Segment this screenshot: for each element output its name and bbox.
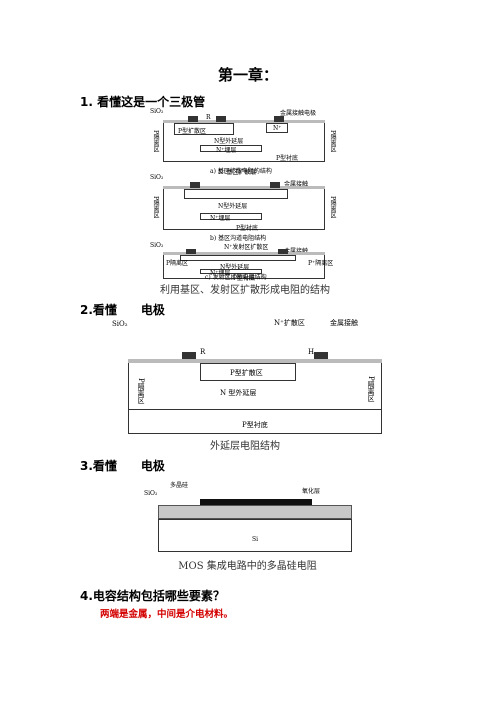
p-isolation-left: P隔离区 <box>152 130 159 153</box>
p-substrate-label: P型衬底 <box>242 421 268 429</box>
r-label: R <box>200 348 206 356</box>
metal-contact <box>278 249 288 254</box>
polysilicon-layer <box>200 499 312 505</box>
p-diffusion-region <box>174 123 234 135</box>
oxide-layer <box>163 186 325 189</box>
metal-contact <box>186 249 196 254</box>
section-4-heading: 4.电容结构包括哪些要素？ <box>80 589 225 603</box>
h-label: H <box>308 348 315 356</box>
p-isolation-right: P⁺隔离区 <box>308 260 334 267</box>
si-label: Si <box>252 536 259 543</box>
section-4-answer: 两端是金属，中间是介电材料。 <box>100 609 234 620</box>
chapter-title: 第一章： <box>217 66 278 84</box>
oxide-layer <box>158 505 352 519</box>
metal-contact <box>274 116 284 122</box>
p-isolation-right: P隔离区 <box>329 130 336 153</box>
n-plus-label: N⁺ <box>273 125 282 132</box>
figure-3: 多晶硅 SiO₂ 氧化层 Si <box>140 478 355 554</box>
silicon-substrate <box>158 519 352 552</box>
n-epi-label: N型外延层 <box>214 138 244 145</box>
sio2-label: SiO₂ <box>150 242 164 249</box>
p-isolation-right: P隔离区 <box>367 376 375 402</box>
figure-3-caption: MOS 集成电路中的多晶硅电阻 <box>178 561 317 572</box>
metal-contact <box>182 352 196 359</box>
metal-contact-label: 金属接触电极 <box>280 110 317 117</box>
metal-contact <box>190 182 200 188</box>
section-3-heading: 3.看懂 电极 <box>80 459 165 473</box>
polysilicon-label: 多晶硅 <box>170 482 189 489</box>
figure-2-caption: 外延层电阻结构 <box>210 441 280 452</box>
oxide-layer <box>163 120 325 123</box>
figure-1c-caption: c) 发射区扩散电阻结构 <box>205 274 267 281</box>
p-substrate-label: P型衬底 <box>276 155 299 162</box>
p-substrate-label: P型衬底 <box>233 275 256 282</box>
n-plus-diffusion-label: N⁺发射区扩散区 <box>224 244 269 251</box>
oxide-layer <box>163 252 325 255</box>
n-epi-label: N 型外延层 <box>220 389 257 397</box>
n-plus-emitter-diffusion <box>180 255 296 261</box>
sio2-label: SiO₂ <box>144 490 158 497</box>
n-plus-buried-label: N⁺埋层 <box>210 270 231 277</box>
p-diffusion-region <box>200 363 296 381</box>
n-plus-buried-layer <box>200 269 262 274</box>
section-2-heading: 2.看懂 电极 <box>80 303 165 317</box>
n-plus-buried-layer <box>200 145 262 152</box>
sio2-label: SiO₂ <box>112 320 128 328</box>
n-plus-diffusion-label: N⁺基区扩散层 <box>218 169 257 176</box>
figure-1: SiO₂ 金属接触电极 R P型扩散区 N⁺ N型外延层 N⁺埋层 P型衬底 P… <box>148 108 338 282</box>
metal-contact <box>314 352 328 359</box>
p-isolation-left: P隔离区 <box>166 260 189 267</box>
p-diffusion-label: P型扩散区 <box>178 128 207 135</box>
figure-1b-caption: b) 基区沟道电阻结构 <box>210 235 267 242</box>
n-plus-diffusion-layer <box>184 189 288 199</box>
n-plus-buried-layer <box>200 213 262 220</box>
p-isolation-left: P隔离区 <box>137 378 145 404</box>
metal-contact-label: 金属接触 <box>330 319 358 327</box>
metal-contact-label: 金属接触 <box>284 181 309 188</box>
p-diffusion-label: P型扩散区 <box>230 369 263 377</box>
n-plus-buried-label: N⁺埋层 <box>216 147 237 154</box>
figure-1a-caption: a) 基区扩散电阻的结构 <box>210 168 272 175</box>
section-1-heading: 1. 看懂这是一个三极管 <box>80 95 206 109</box>
p-isolation-right: P隔离区 <box>329 196 336 219</box>
figure-1c: SiO₂ N⁺发射区扩散区 金属接触 N型外延层 N⁺埋层 P型衬底 P隔离区 … <box>148 242 338 282</box>
metal-contact <box>216 116 226 122</box>
figure-2: SiO₂ N⁺扩散区 金属接触 R H P型扩散区 N 型外延层 P型衬底 P隔… <box>110 316 390 438</box>
r-label: R <box>206 114 211 121</box>
metal-contact <box>270 182 280 188</box>
n-epi-label: N型外延层 <box>218 203 248 210</box>
figure-1b: SiO₂ N⁺基区扩散层 金属接触 N型外延层 N⁺埋层 P型衬底 P隔离区 P… <box>148 169 338 232</box>
n-epi-label: N型外延层 <box>220 264 250 271</box>
oxide-label: 氧化层 <box>302 488 321 495</box>
n-plus-buried-label: N⁺埋层 <box>210 215 231 222</box>
p-substrate-label: P型衬底 <box>236 225 259 232</box>
sio2-label: SiO₂ <box>150 174 164 181</box>
figure-1-caption: 利用基区、发射区扩散形成电阻的结构 <box>160 285 330 296</box>
n-plus-region <box>266 123 288 133</box>
oxide-layer <box>128 359 382 363</box>
p-isolation-left: P隔离区 <box>152 196 159 219</box>
n-plus-diffusion-label: N⁺扩散区 <box>274 319 305 327</box>
metal-contact <box>188 116 198 122</box>
figure-1a: SiO₂ 金属接触电极 R P型扩散区 N⁺ N型外延层 N⁺埋层 P型衬底 P… <box>148 108 338 166</box>
sio2-label: SiO₂ <box>150 108 164 115</box>
metal-contact-label: 金属接触 <box>284 246 308 255</box>
epi-substrate-boundary <box>128 409 382 410</box>
